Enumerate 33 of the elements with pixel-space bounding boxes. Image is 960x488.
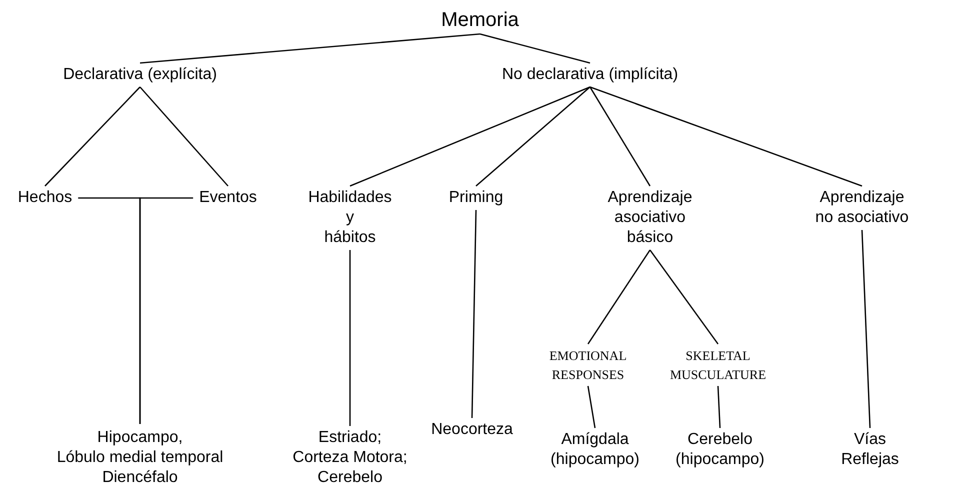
connector-line bbox=[480, 33, 590, 64]
node-label: Amígdala (hipocampo) bbox=[550, 430, 640, 470]
connector-line bbox=[587, 250, 651, 344]
connector-line bbox=[350, 86, 590, 187]
connector-line bbox=[717, 386, 721, 428]
connector-line bbox=[476, 86, 590, 186]
node-label: Aprendizaje asociativo básico bbox=[608, 188, 692, 248]
connector-line bbox=[861, 230, 871, 428]
connector-line bbox=[140, 33, 480, 64]
connector-line bbox=[590, 86, 862, 187]
node-label: Estriado; Corteza Motora; Cerebelo bbox=[292, 428, 408, 488]
node-label: Cerebelo (hipocampo) bbox=[676, 430, 764, 470]
node-label: SKELETAL MUSCULATURE bbox=[670, 346, 766, 384]
node-label: Aprendizaje no asociativo bbox=[815, 188, 909, 228]
node-label: Habilidades y hábitos bbox=[308, 188, 392, 248]
node-label: No declarativa (implícita) bbox=[502, 65, 678, 85]
node-label: Hipocampo, Lóbulo medial temporal Diencéfalo bbox=[56, 428, 224, 488]
node-label: Priming bbox=[448, 188, 504, 208]
node-label: Hechos bbox=[18, 188, 72, 208]
node-label: Vías Reflejas bbox=[841, 430, 899, 470]
connector-line bbox=[649, 250, 719, 344]
connector-line bbox=[140, 86, 228, 186]
node-label: Declarativa (explícita) bbox=[63, 65, 217, 85]
connector-line bbox=[44, 86, 140, 186]
connector-line bbox=[349, 250, 351, 426]
connector-line bbox=[589, 86, 651, 186]
connector-line bbox=[471, 210, 477, 418]
node-label: Memoria bbox=[441, 8, 519, 32]
node-label: EMOTIONAL RESPONSES bbox=[549, 346, 627, 384]
connector-line bbox=[587, 386, 596, 428]
connector-line bbox=[139, 197, 194, 424]
node-label: Neocorteza bbox=[431, 420, 513, 440]
node-label: Eventos bbox=[199, 188, 257, 208]
